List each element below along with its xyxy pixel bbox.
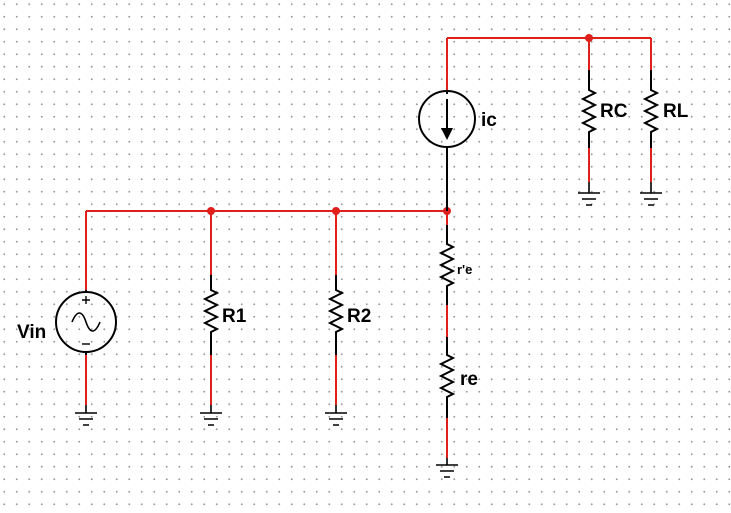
resistor-icon [202,275,220,355]
vin-label: Vin [17,322,46,343]
ground-icon [200,405,222,426]
resistor-icon [438,337,456,418]
r1-label: R1 [222,306,247,327]
ground-icon [436,458,458,478]
ic-label: ic [481,110,497,131]
ground-icon [75,405,97,426]
ground-icon [578,182,600,206]
resistor-r1[interactable] [202,275,220,355]
rc-label: RC [600,101,628,122]
wires [85,37,652,458]
ac-voltage-source-icon[interactable] [55,290,117,355]
junction-dot [585,34,593,42]
re-label: re [460,369,478,390]
resistor-re-prime[interactable] [438,225,456,305]
junction-dot [207,207,215,215]
resistor-icon [580,70,598,148]
resistor-rc[interactable] [580,70,598,148]
resistor-icon [438,225,456,305]
rl-label: RL [663,101,689,122]
resistor-r2[interactable] [327,275,345,355]
resistor-icon [327,275,345,355]
ground-icon [640,182,662,206]
resistor-icon [642,70,660,148]
resistor-rl[interactable] [642,70,660,148]
junctions [207,34,593,215]
ground-icon [325,405,347,426]
junction-dot [332,207,340,215]
current-source-icon[interactable] [418,90,476,211]
resistor-re[interactable] [438,337,456,418]
r2-label: R2 [347,306,371,327]
re-prime-label: r'e [457,262,472,277]
